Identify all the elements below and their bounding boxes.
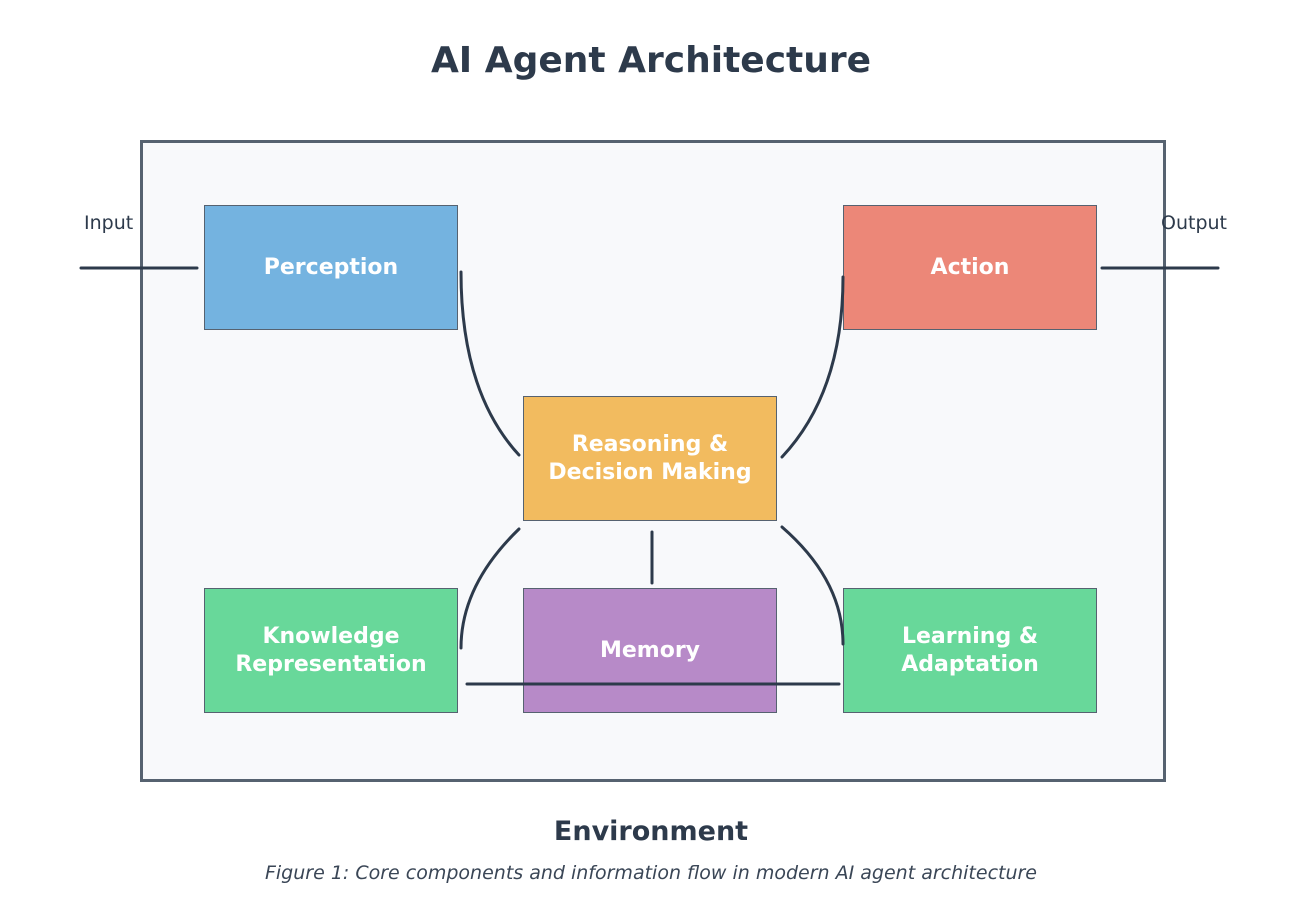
learning-node: Learning & Adaptation bbox=[843, 588, 1097, 713]
output-label: Output bbox=[1161, 212, 1227, 234]
learning-label: Learning & Adaptation bbox=[901, 623, 1039, 677]
action-node: Action bbox=[843, 205, 1097, 330]
knowledge-node: Knowledge Representation bbox=[204, 588, 458, 713]
perception-label: Perception bbox=[263, 254, 399, 280]
reasoning-label: Reasoning & Decision Making bbox=[548, 431, 752, 485]
perception-node: Perception bbox=[204, 205, 458, 330]
reasoning-node: Reasoning & Decision Making bbox=[523, 396, 777, 521]
input-label: Input bbox=[84, 212, 134, 234]
memory-label: Memory bbox=[599, 637, 701, 663]
figure-caption: Figure 1: Core components and informatio… bbox=[264, 862, 1038, 884]
action-label: Action bbox=[930, 254, 1010, 280]
memory-node: Memory bbox=[523, 588, 777, 713]
environment-label: Environment bbox=[553, 816, 749, 847]
diagram-title: AI Agent Architecture bbox=[430, 40, 872, 81]
knowledge-label: Knowledge Representation bbox=[235, 623, 427, 677]
